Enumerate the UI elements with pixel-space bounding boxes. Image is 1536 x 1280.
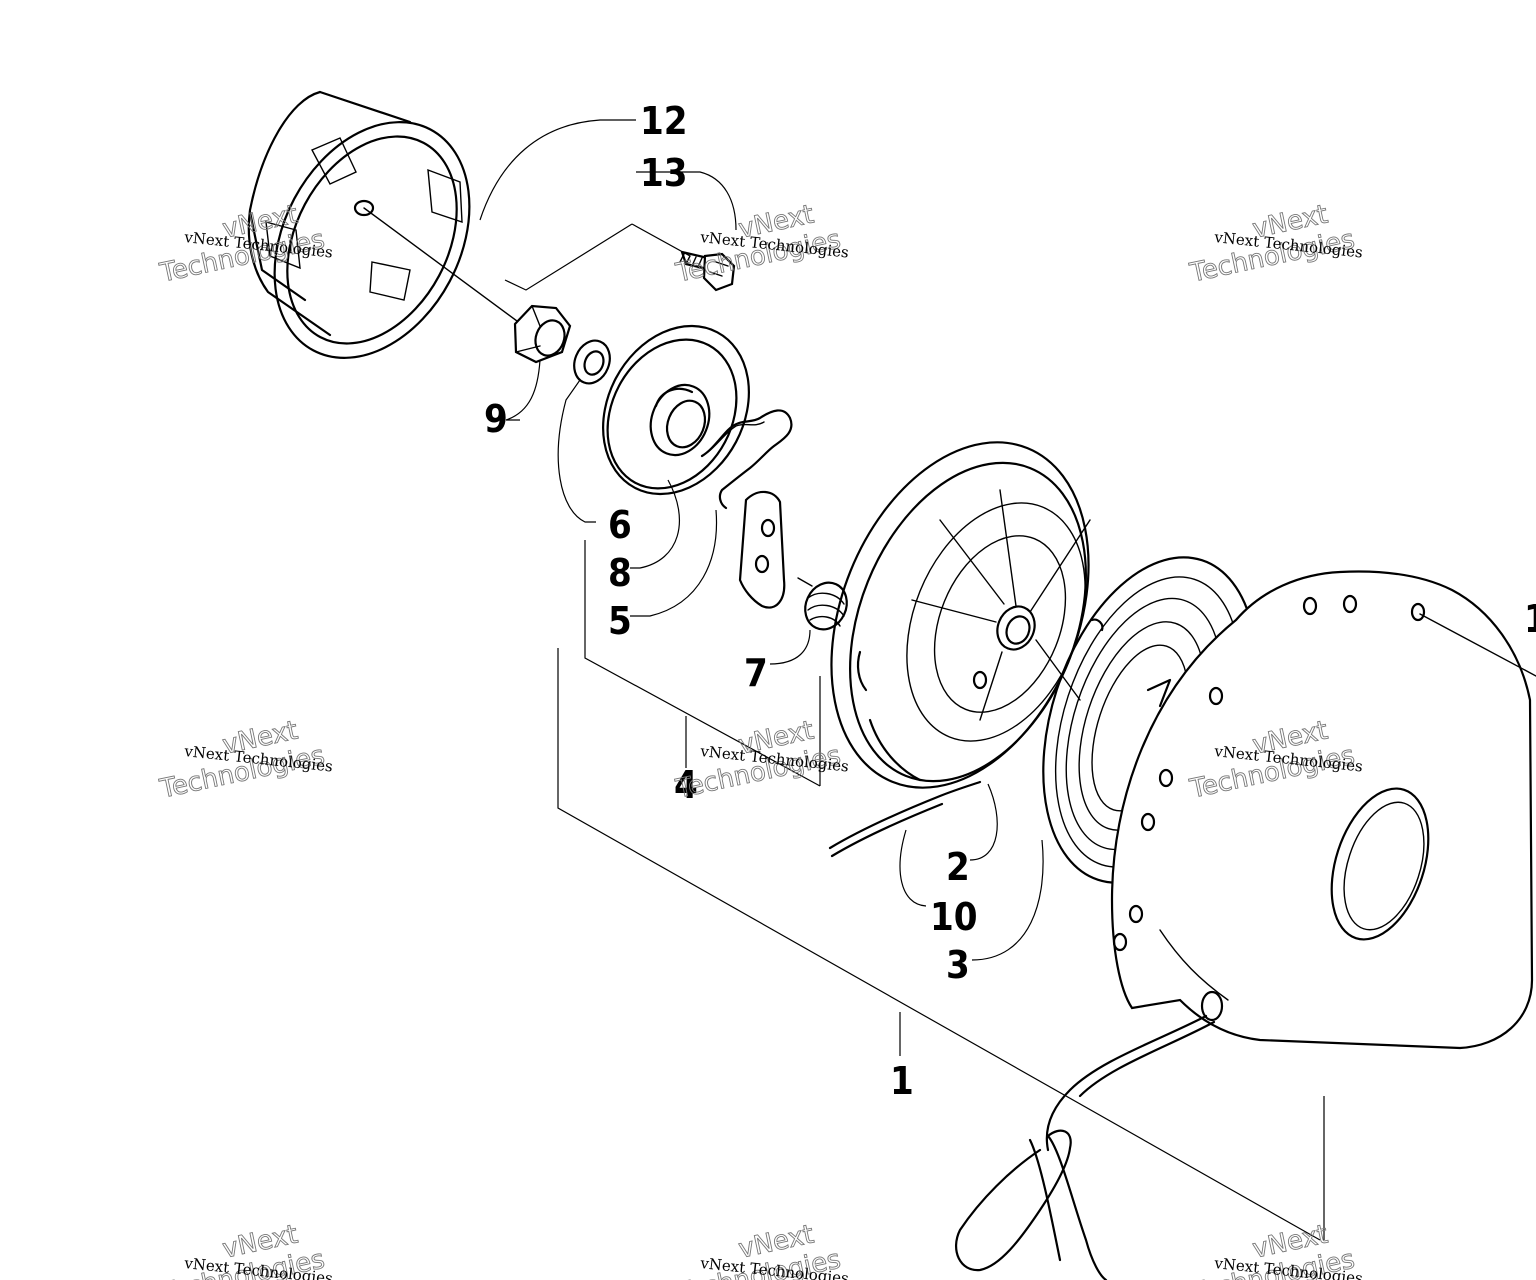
callout-2: 2 [946, 845, 970, 889]
callout-8: 8 [608, 551, 632, 595]
callout-12: 12 [640, 99, 688, 143]
callout-11: 11 [1524, 597, 1536, 641]
part-12-cup [247, 90, 541, 359]
callout-3: 3 [946, 943, 970, 987]
callout-6: 6 [608, 503, 632, 547]
callout-13: 13 [640, 151, 688, 195]
part-5-spring-clip [700, 409, 793, 510]
callout-5: 5 [608, 599, 632, 643]
callout-9: 9 [484, 397, 508, 441]
part-13-bolt [679, 250, 736, 292]
callout-1: 1 [890, 1059, 914, 1103]
callout-4: 4 [674, 763, 698, 807]
pawl [738, 490, 786, 609]
leader-lines [479, 119, 1325, 1241]
part-7-spring [797, 577, 848, 631]
part-10-rope [828, 780, 982, 858]
callout-10: 10 [930, 895, 978, 939]
part-8-plate [602, 324, 750, 496]
callout-labels: 12 13 9 6 8 5 7 4 2 10 3 1 11 [484, 99, 1536, 1103]
part-6-washer [573, 339, 611, 385]
starter-rope [955, 1014, 1216, 1280]
callout-7: 7 [744, 651, 768, 695]
part-1-housing [1110, 570, 1536, 1050]
part-9-nut [513, 304, 572, 364]
